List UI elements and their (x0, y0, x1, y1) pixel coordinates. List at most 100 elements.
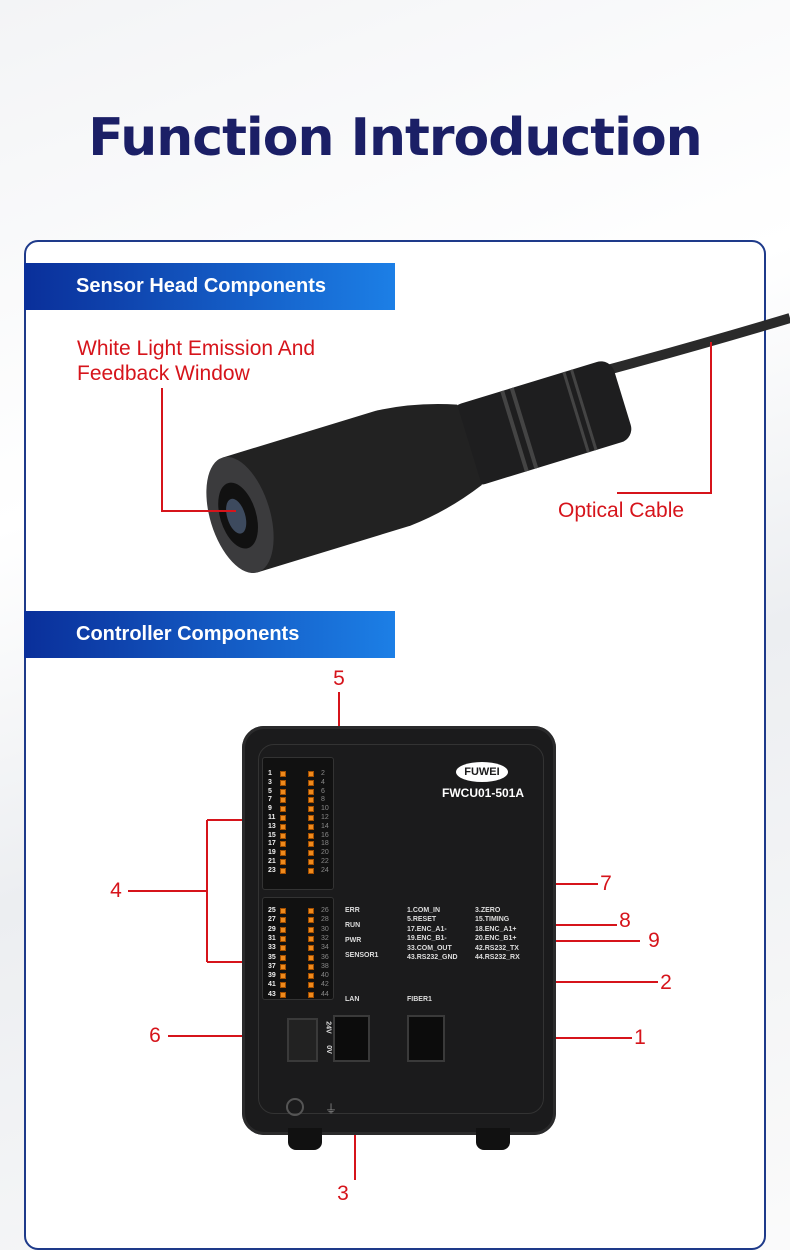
terminal-number: 5 (268, 787, 272, 795)
terminal-pin (280, 867, 286, 874)
terminal-number: 22 (321, 858, 329, 865)
controller-banner: Controller Components (24, 611, 395, 658)
terminal-pin (308, 850, 314, 857)
page-title: Function Introduction (88, 108, 702, 168)
terminal-number: 29 (268, 925, 276, 933)
pin-definition: 15.TIMING (475, 916, 510, 924)
callout-6: 6 (149, 1024, 161, 1047)
brand-logo: FUWEI (456, 762, 508, 782)
terminal-number: 26 (321, 907, 329, 914)
terminal-number: 11 (268, 814, 276, 821)
optical-cable-label: Optical Cable (558, 499, 685, 522)
terminal-number: 17 (268, 840, 276, 848)
terminal-pin (308, 815, 314, 821)
terminal-pin (308, 945, 314, 952)
terminal-number: 37 (268, 962, 276, 970)
lan-label: LAN (345, 996, 360, 1003)
pin-definition: 33.COM_OUT (407, 944, 452, 952)
terminal-pin (308, 779, 314, 786)
terminal-pin (308, 797, 314, 804)
terminal-number: 18 (321, 840, 329, 848)
terminal-number: 23 (268, 866, 276, 874)
terminal-number: 41 (268, 981, 276, 989)
window-label-line1: White Light Emission And (77, 337, 316, 360)
power-terminal (287, 1018, 318, 1062)
sensor-head-banner: Sensor Head Components (24, 263, 395, 310)
terminal-pin (308, 788, 314, 795)
terminal-number: 28 (321, 916, 329, 924)
terminal-number: 21 (268, 858, 276, 865)
terminal-pin (308, 917, 314, 924)
terminal-pin (308, 991, 314, 998)
terminal-pin (308, 954, 314, 961)
terminal-pin (280, 908, 286, 914)
pin-definition: 5.RESET (407, 916, 437, 924)
terminal-block-upper (262, 757, 334, 890)
terminal-number: 6 (321, 787, 325, 795)
terminal-number: 40 (321, 972, 329, 980)
terminal-pin (308, 823, 314, 830)
terminal-number: 10 (321, 805, 329, 813)
window-label-line2: Feedback Window (77, 362, 250, 385)
terminal-number: 16 (321, 831, 329, 839)
terminal-pin (280, 982, 286, 989)
terminal-pin (308, 859, 314, 865)
terminal-number: 9 (268, 805, 272, 813)
callout-9: 9 (648, 929, 660, 952)
terminal-number: 34 (321, 944, 329, 952)
terminal-number: 36 (321, 953, 329, 961)
terminal-number: 30 (321, 925, 329, 933)
terminal-number: 12 (321, 814, 329, 821)
fiber-port[interactable] (407, 1015, 445, 1062)
terminal-pin (280, 850, 286, 857)
screw-icon (286, 1098, 304, 1116)
terminal-number: 43 (268, 990, 276, 998)
terminal-pin (280, 841, 286, 848)
foot-right (476, 1128, 510, 1150)
terminal-number: 31 (268, 934, 276, 942)
callout-1: 1 (634, 1026, 646, 1049)
terminal-number: 32 (321, 934, 329, 942)
pin-definition: 19.ENC_B1- (407, 935, 447, 943)
terminal-number: 19 (268, 849, 276, 857)
pin-definition: 20.ENC_B1+ (475, 935, 517, 943)
terminal-number: 42 (321, 981, 329, 989)
led-label-run: RUN (345, 922, 361, 929)
terminal-number: 35 (268, 953, 276, 961)
terminal-pin (280, 823, 286, 830)
terminal-pin (308, 771, 314, 777)
terminal-pin (280, 779, 286, 786)
led-label-err: ERR (345, 907, 360, 914)
terminal-pin (308, 867, 314, 874)
pin-definition: 42.RS232_TX (475, 944, 519, 952)
terminal-number: 20 (321, 849, 329, 857)
terminal-number: 3 (268, 778, 272, 786)
callout-2: 2 (660, 971, 672, 994)
terminal-pin (280, 832, 286, 839)
terminal-pin (280, 991, 286, 998)
terminal-pin (280, 859, 286, 865)
terminal-block-lower (262, 897, 334, 1000)
terminal-number: 24 (321, 866, 329, 874)
led-label-pwr: PWR (345, 937, 362, 944)
terminal-pin (280, 917, 286, 924)
terminal-pin (308, 935, 314, 942)
terminal-number: 8 (321, 796, 325, 804)
model-number: FWCU01-501A (442, 786, 525, 800)
optical-cable (598, 313, 790, 377)
terminal-pin (280, 954, 286, 961)
callout-4: 4 (110, 879, 122, 902)
terminal-number: 25 (268, 907, 276, 914)
lan-port[interactable] (333, 1015, 370, 1062)
terminal-number: 4 (321, 778, 325, 786)
terminal-number: 14 (321, 822, 329, 830)
pin-definition: 18.ENC_A1+ (475, 925, 517, 933)
terminal-pin (308, 973, 314, 980)
0v-label: 0V (324, 1045, 332, 1054)
terminal-number: 44 (321, 990, 329, 998)
terminal-pin (308, 806, 314, 813)
terminal-number: 1 (268, 770, 272, 777)
terminal-pin (280, 935, 286, 942)
callout-7: 7 (600, 872, 612, 895)
